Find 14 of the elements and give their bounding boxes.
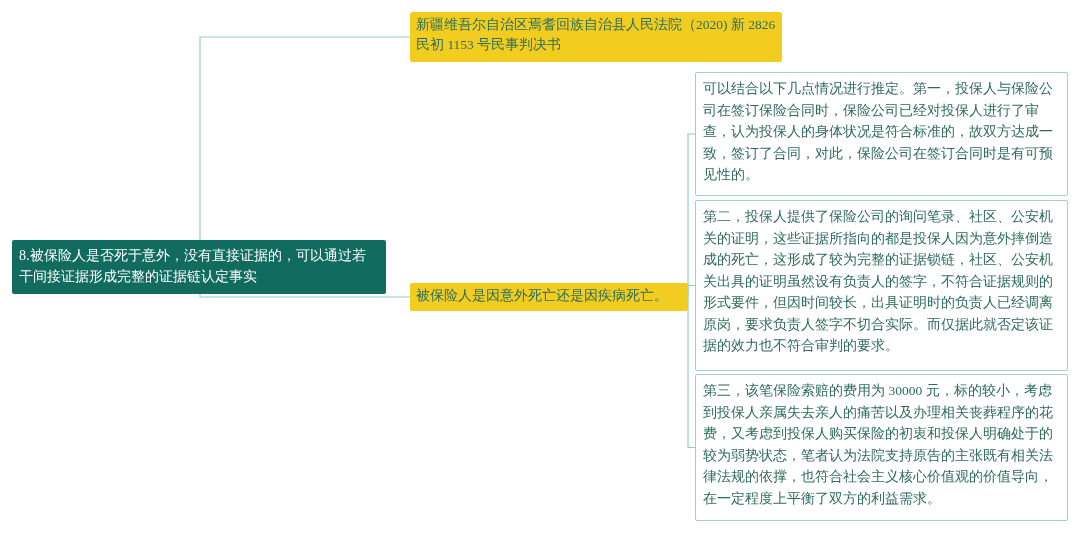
highlighted-topic-box <box>410 283 688 311</box>
root-topic-box <box>12 240 386 294</box>
connector-line <box>199 36 411 241</box>
text-card <box>695 72 1068 196</box>
node-text: 第三，该笔保险索赔的费用为 30000 元，标的较小，考虑到投保人亲属失去亲人的痛苦以及办理相关丧葬程序的花费，又考虑到投保人购买保险的初衷和投保人明确处于的较为弱势状态，笔者认为法院支持原告的主张既有相关法律法规的依撑，也符合社会主义核心价值观的价值导向，在一定程度上平衡了双方的利益需求。 <box>703 382 1054 508</box>
node-text: 新疆维吾尔自治区焉耆回族自治县人民法院（2020) 新 2826 民初 1153 号民事判决书 <box>416 16 776 54</box>
text-card <box>695 374 1068 521</box>
text-card <box>695 200 1068 371</box>
connector-line <box>199 293 411 298</box>
highlighted-topic-box <box>410 12 782 62</box>
node-text: 第二，投保人提供了保险公司的询问笔录、社区、公安机关的证明，这些证据所指向的都是投保人因为意外摔倒造成的死亡，这形成了较为完整的证据锁链，社区、公安机关出具的证明虽然设有负责人的签字，不符合证据规则的形式要件，但因时间较长，出具证明时的负责人已经调离原岗，要求负责人签字不切合实际。而仅据此就否定该证据的效力也不符合审判的要求。 <box>703 208 1054 355</box>
node-text: 被保险人是因意外死亡还是因疾病死亡。 <box>416 287 669 305</box>
node-text: 8.被保险人是否死于意外，没有直接证据的，可以通过若干间接证据形成完整的证据链认定事实 <box>19 247 367 286</box>
node-text: 可以结合以下几点情况进行推定。第一，投保人与保险公司在签订保险合同时，保险公司已经对投保人进行了审查，认为投保人的身体状况是符合标准的，故双方达成一致，签订了合同，对此，保险公司在签订合同时是有可预见性的。 <box>703 80 1054 184</box>
